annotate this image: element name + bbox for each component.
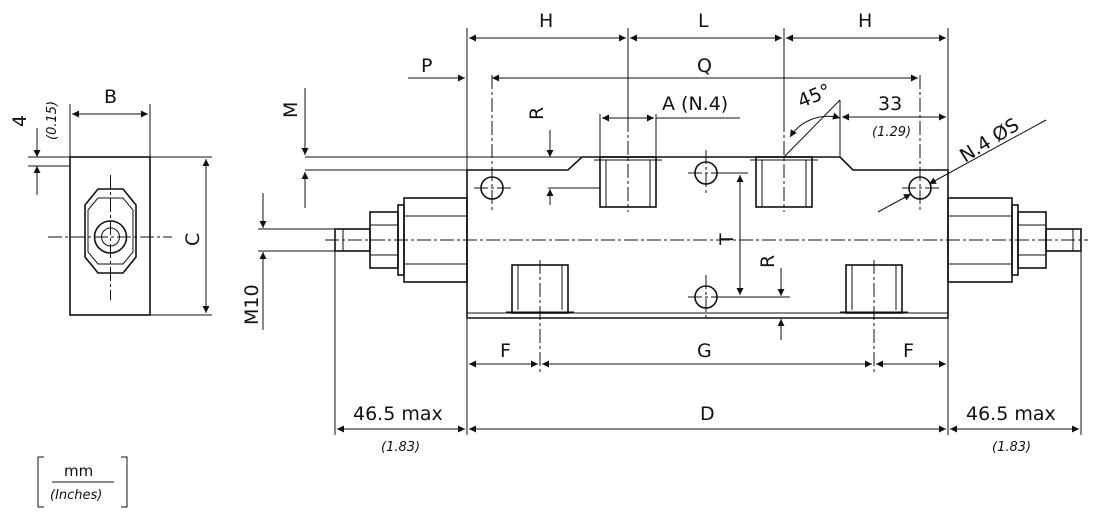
dim-q-label: Q (697, 55, 712, 77)
front-view: H L H P Q M R A (N.4) 45° 33 (1.29) (241, 10, 1088, 455)
dim-g-label: G (697, 340, 712, 362)
dim-a-label: A (N.4) (662, 93, 728, 115)
dim-p-label: P (421, 55, 432, 77)
angle-label: 45° (795, 80, 834, 113)
left-max-label: 46.5 max (353, 403, 443, 425)
dim-b-label: B (104, 86, 117, 108)
units-inches-label: (Inches) (50, 488, 102, 503)
bottom-port-right (840, 260, 908, 372)
units-legend: mm (Inches) (37, 456, 128, 508)
right-max-inch-label: (1.83) (992, 440, 1031, 455)
dim-h-right-label: H (858, 10, 872, 32)
dim-l-label: L (698, 10, 709, 32)
dim-h-left-label: H (539, 10, 553, 32)
dim-4-label: 4 (9, 115, 31, 127)
dim-f-left-label: F (500, 340, 511, 362)
dim-33-label: 33 (878, 93, 902, 115)
left-max-inch-label: (1.83) (381, 440, 420, 455)
dim-t-label: T (716, 233, 738, 246)
dim-r-top-label: R (526, 107, 548, 120)
dim-c-label: C (182, 233, 204, 246)
dim-r-bottom-label: R (757, 255, 779, 268)
dim-33-inch-label: (1.29) (872, 125, 911, 140)
side-view-body (69, 156, 151, 316)
right-max-label: 46.5 max (966, 403, 1056, 425)
top-port-left (594, 118, 662, 212)
holes-label: N.4 ØS (956, 114, 1023, 167)
bottom-port-left (506, 260, 574, 372)
valve-body (466, 156, 949, 319)
side-view: B C 4 (0.15) (9, 86, 212, 316)
dim-4-inch-label: (0.15) (45, 101, 60, 140)
units-mm-label: mm (64, 462, 93, 480)
dim-m-label: M (280, 102, 302, 118)
thread-label: M10 (241, 284, 263, 325)
dim-f-right-label: F (903, 340, 914, 362)
dim-d-label: D (700, 403, 715, 425)
